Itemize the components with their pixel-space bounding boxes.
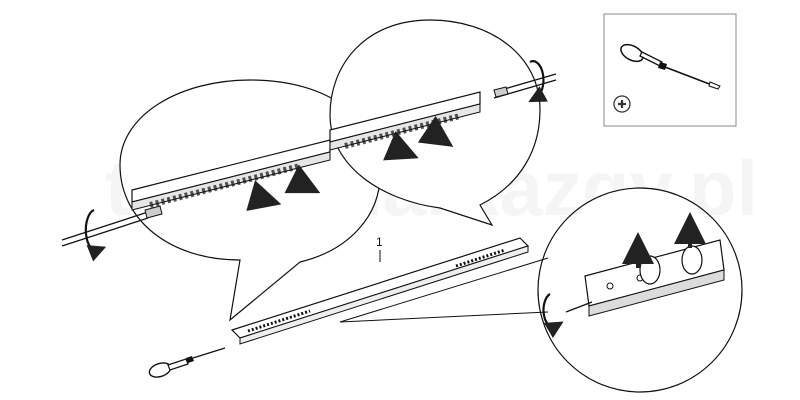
bottom-screwdriver-icon — [148, 347, 226, 378]
rotate-arrow-icon — [84, 208, 107, 262]
rotate-arrow-icon — [542, 293, 564, 339]
push-arrow-icon — [382, 130, 419, 161]
left-detail-bubble — [61, 79, 381, 322]
tool-inset — [603, 13, 737, 127]
rotate-arrow-icon — [528, 60, 548, 103]
top-detail-bubble — [329, 19, 557, 227]
right-detail-bubble — [339, 187, 743, 393]
screwdriver-icon — [620, 43, 721, 90]
push-arrow-icon — [284, 164, 321, 194]
push-arrow-icon — [417, 115, 454, 147]
phillips-head-icon — [613, 95, 631, 113]
main-rail-assembly: 1 — [230, 235, 530, 345]
push-arrow-icon — [246, 180, 282, 211]
part-number-label: 1 — [376, 235, 383, 249]
